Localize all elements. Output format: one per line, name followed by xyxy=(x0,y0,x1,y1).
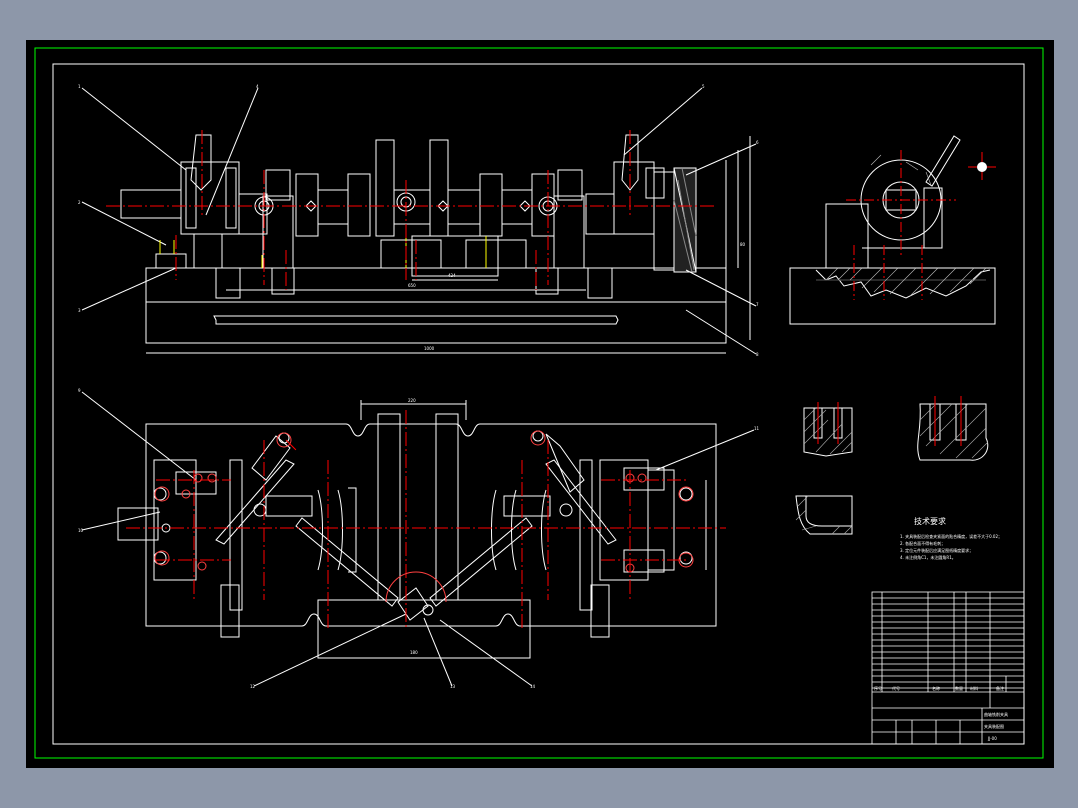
dim-top-width: 220 xyxy=(408,398,416,403)
balloon-7: 7 xyxy=(756,302,759,307)
dim-plate-width: 180 xyxy=(410,650,418,655)
balloon-6: 6 xyxy=(756,140,759,145)
balloon-9: 9 xyxy=(78,388,81,393)
side-view-target xyxy=(977,162,987,172)
dim-base: 650 xyxy=(408,283,416,288)
balloon-labels: 1 2 3 4 5 6 7 8 9 10 11 12 13 14 xyxy=(78,84,760,689)
cad-viewport[interactable]: 技术要求 1. 夹具装配后检查夹紧面的贴合精度，误差不大于0.02； 2. 各配… xyxy=(26,40,1054,768)
bom-header-remark: 备注 xyxy=(996,685,1004,691)
dim-center: 424 xyxy=(448,273,456,278)
dim-height: 80 xyxy=(740,242,746,247)
tech-line-4: 4. 未注倒角C1，未注圆角R1。 xyxy=(900,554,956,560)
balloon-8: 8 xyxy=(756,352,759,357)
top-view xyxy=(81,391,755,687)
tech-requirements-title: 技术要求 xyxy=(914,516,946,526)
balloon-11: 11 xyxy=(754,426,760,431)
front-view-centerlines xyxy=(106,130,716,290)
front-view xyxy=(81,87,757,355)
section-b-icon xyxy=(917,396,989,461)
drawing-title: 曲轴铣削夹具 xyxy=(984,711,1008,717)
balloon-13: 13 xyxy=(450,684,456,689)
top-view-clamps xyxy=(154,430,694,573)
top-view-centerlines xyxy=(126,410,726,630)
balloon-3: 3 xyxy=(78,308,81,313)
bom-header-no: 序号 xyxy=(874,685,882,691)
balloon-5: 5 xyxy=(702,84,705,89)
bom-header-name: 名称 xyxy=(932,685,940,691)
drawing-canvas[interactable]: 技术要求 1. 夹具装配后检查夹紧面的贴合精度，误差不大于0.02； 2. 各配… xyxy=(26,40,1054,768)
title-block-text: 序号 代号 名称 数量 材料 备注 曲轴铣削夹具 夹具装配图 JJ-00 xyxy=(874,685,1008,741)
balloon-14: 14 xyxy=(530,684,536,689)
side-view xyxy=(789,135,996,325)
tech-line-1: 1. 夹具装配后检查夹紧面的贴合精度，误差不大于0.02； xyxy=(900,533,1002,539)
bom-header-qty: 数量 xyxy=(955,685,963,691)
balloon-1: 1 xyxy=(78,84,81,89)
bom-header-code: 代号 xyxy=(892,685,900,691)
bom-header-material: 材料 xyxy=(970,685,978,691)
balloon-4: 4 xyxy=(256,84,259,89)
tech-line-3: 3. 定位元件装配后应满足图纸精度要求； xyxy=(900,547,973,553)
outer-frame xyxy=(34,47,1044,759)
top-view-arc xyxy=(385,571,447,603)
tech-line-2: 2. 各配合面不得有毛刺； xyxy=(900,540,945,546)
drawing-number: JJ-00 xyxy=(987,736,997,741)
section-c-icon xyxy=(795,495,853,535)
front-view-hatches xyxy=(159,236,487,268)
balloon-2: 2 xyxy=(78,200,81,205)
dimension-labels: 1000 650 424 220 180 80 xyxy=(408,242,746,655)
inner-frame xyxy=(52,63,1025,745)
tech-requirements: 技术要求 1. 夹具装配后检查夹紧面的贴合精度，误差不大于0.02； 2. 各配… xyxy=(900,516,1002,560)
dim-overall: 1000 xyxy=(424,346,435,351)
drawing-title-2: 夹具装配图 xyxy=(984,723,1004,729)
title-block[interactable] xyxy=(871,591,1025,745)
side-view-hatch xyxy=(825,154,987,297)
balloon-10: 10 xyxy=(78,528,84,533)
section-a-icon xyxy=(803,402,853,457)
balloon-12: 12 xyxy=(250,684,256,689)
